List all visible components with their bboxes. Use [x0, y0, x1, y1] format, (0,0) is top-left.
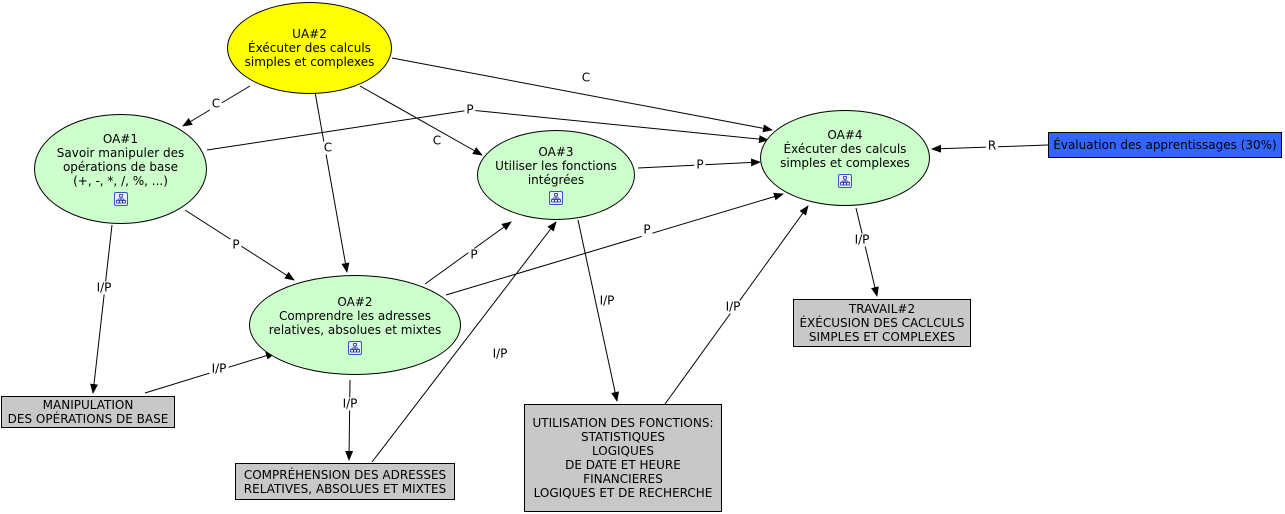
node-oa3-line-0: OA#3 — [538, 145, 574, 159]
link-oa3-util — [577, 219, 620, 402]
link-label-oa1-manip: I/P — [94, 280, 114, 295]
node-utilisation-line-3: DE DATE ET HEURE — [565, 458, 681, 472]
node-oa4-line-2: simples et complexes — [780, 156, 910, 170]
link-label-util-oa4: I/P — [723, 299, 743, 314]
node-oa1-line-3: (+, -, *, /, %, ...) — [73, 174, 168, 188]
node-utilisation[interactable]: UTILISATION DES FONCTIONS: STATISTIQUES … — [524, 404, 722, 512]
node-oa1-line-0: OA#1 — [102, 132, 139, 146]
link-label-oa2-oa4: P — [641, 222, 653, 237]
node-manipulation-line-0: MANIPULATION — [42, 398, 134, 412]
link-oa2-oa4 — [445, 192, 784, 296]
node-evaluation-line-0: Évaluation des apprentissages (30%) — [1053, 138, 1277, 152]
link-oa2-compr — [345, 379, 354, 461]
node-oa4[interactable]: OA#4 Éxécuter des calculs simples et com… — [760, 110, 930, 206]
node-comprehension[interactable]: COMPRÉHENSION DES ADRESSES RELATIVES, AB… — [235, 463, 455, 500]
link-compr-oa3 — [371, 221, 557, 463]
link-label-ua2-oa3: C — [430, 133, 444, 148]
node-travail-line-2: SIMPLES ET COMPLEXES — [808, 330, 956, 344]
node-manipulation[interactable]: MANIPULATION DES OPÉRATIONS DE BASE — [1, 396, 175, 428]
node-oa4-line-0: OA#4 — [827, 128, 863, 142]
link-label-eval-oa4: R — [985, 138, 999, 153]
submap-icon[interactable] — [348, 341, 362, 355]
link-label-ua2-oa2: C — [321, 140, 335, 155]
node-oa1-line-2: opérations de base — [62, 160, 179, 174]
link-ua2-oa3 — [359, 85, 483, 156]
node-comprehension-line-0: COMPRÉHENSION DES ADRESSES — [243, 467, 447, 482]
link-label-oa3-util: I/P — [597, 293, 617, 308]
node-oa2-line-0: OA#2 — [337, 295, 373, 309]
node-manipulation-line-1: DES OPÉRATIONS DE BASE — [7, 412, 169, 426]
node-utilisation-line-2: LOGIQUES — [592, 444, 654, 458]
link-label-oa1-oa2: P — [230, 237, 242, 252]
node-oa2[interactable]: OA#2 Comprendre les adresses relatives, … — [249, 275, 461, 375]
link-ua2-oa2 — [314, 91, 350, 273]
node-oa3[interactable]: OA#3 Utiliser les fonctions intégrées — [477, 130, 635, 220]
link-label-oa1-oa4: P — [464, 102, 476, 117]
node-oa4-line-1: Éxécuter des calculs — [783, 142, 907, 156]
node-travail-line-0: TRAVAIL#2 — [848, 302, 916, 316]
node-oa3-line-1: Utiliser les fonctions — [495, 159, 617, 173]
node-utilisation-line-1: STATISTIQUES — [580, 430, 666, 444]
link-label-ua2-oa1: C — [209, 96, 223, 111]
submap-icon[interactable] — [113, 192, 128, 206]
link-label-oa2-compr: I/P — [340, 396, 360, 411]
link-label-oa4-trav: I/P — [852, 232, 872, 247]
node-travail-line-1: ÉXÉCUSION DES CACLCULS — [799, 316, 965, 330]
node-oa1-line-1: Savoir manipuler des — [56, 146, 185, 160]
link-label-ua2-oa4: C — [579, 70, 593, 85]
link-label-oa2-oa3: P — [468, 247, 480, 262]
link-label-oa3-oa4: P — [694, 157, 706, 172]
node-oa3-line-2: intégrées — [527, 173, 585, 187]
node-evaluation[interactable]: Évaluation des apprentissages (30%) — [1048, 132, 1282, 158]
link-label-compr-oa3: I/P — [490, 346, 510, 361]
node-ua2-line-0: UA#2 — [292, 27, 327, 41]
node-travail[interactable]: TRAVAIL#2 ÉXÉCUSION DES CACLCULS SIMPLES… — [793, 299, 971, 347]
submap-icon[interactable] — [838, 174, 852, 188]
link-oa4-trav — [855, 207, 879, 297]
link-ua2-oa4 — [391, 57, 773, 133]
node-ua2-line-1: Éxécuter des calculs — [248, 41, 371, 55]
node-comprehension-line-1: RELATIVES, ABSOLUES ET MIXTES — [243, 481, 447, 496]
node-utilisation-line-4: FINANCIERES — [583, 472, 663, 486]
link-oa1-oa4 — [206, 109, 769, 151]
node-oa2-line-1: Comprendre les adresses — [278, 309, 432, 323]
link-label-manip-oa2: I/P — [209, 361, 229, 376]
link-oa1-manip — [90, 224, 113, 394]
submap-icon[interactable] — [549, 191, 563, 205]
node-oa1[interactable]: OA#1 Savoir manipuler des opérations de … — [34, 114, 207, 224]
node-utilisation-line-5: LOGIQUES ET DE RECHERCHE — [533, 486, 713, 500]
node-ua2-line-2: simples et complexes — [244, 55, 375, 69]
link-oa2-oa3 — [424, 221, 512, 285]
node-oa2-line-2: relatives, absolues et mixtes — [268, 323, 442, 337]
node-ua2[interactable]: UA#2 Éxécuter des calculs simples et com… — [227, 2, 392, 94]
node-utilisation-line-0: UTILISATION DES FONCTIONS: — [532, 416, 714, 430]
